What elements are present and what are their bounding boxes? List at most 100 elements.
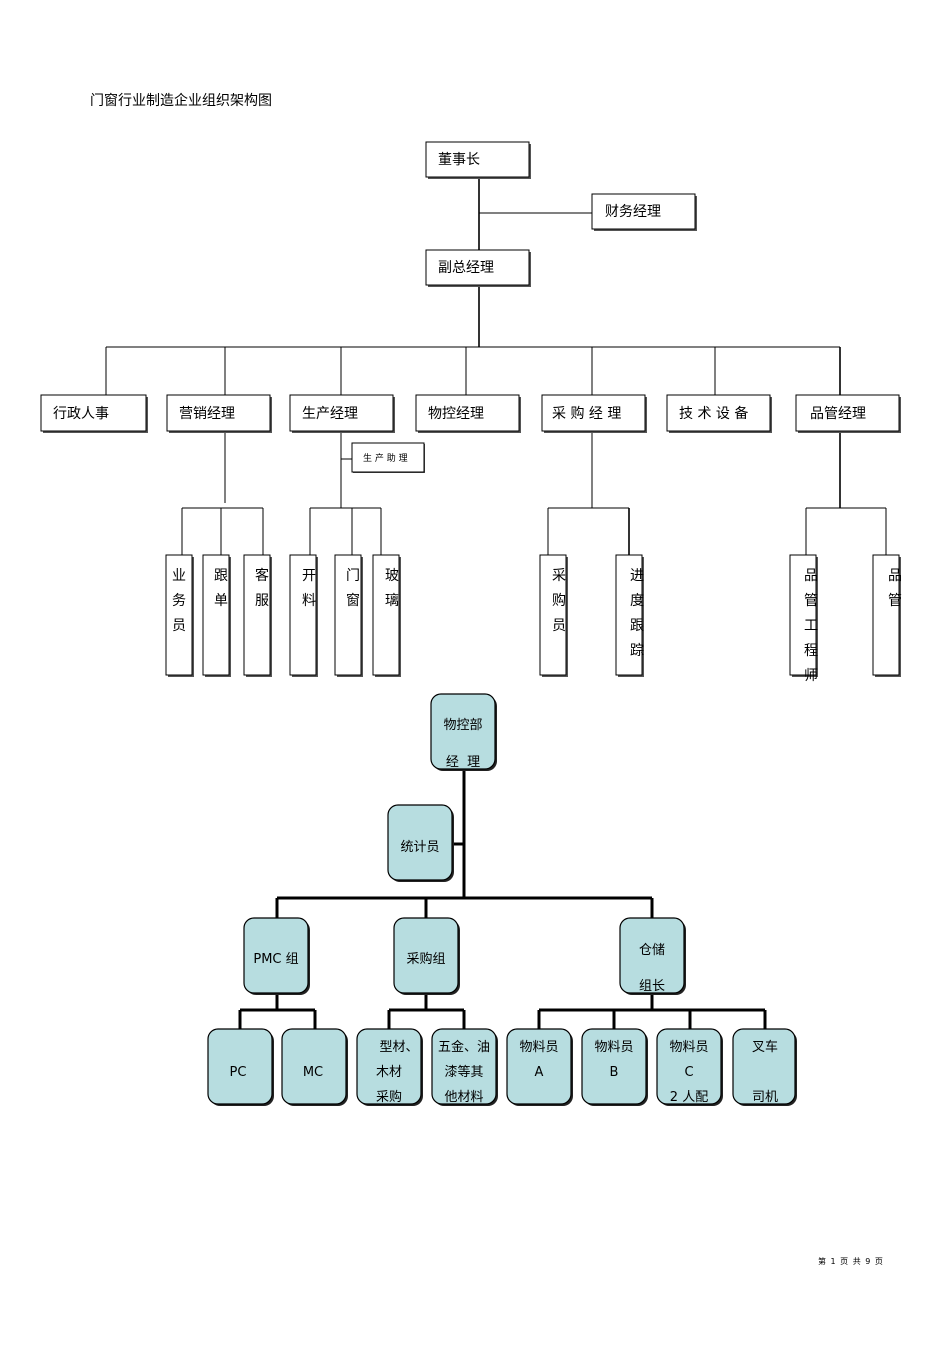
dept-admin-hr-label: 行政人事 bbox=[53, 406, 109, 422]
mc-head-line: 物控部 bbox=[443, 718, 482, 733]
staff-order-follow: 跟 单 bbox=[202, 554, 231, 677]
dept-sales-label: 营销经理 bbox=[179, 406, 235, 422]
pc-node: PC bbox=[207, 1028, 274, 1106]
staff-cutting-char: 开 bbox=[302, 568, 316, 584]
page-footer: 第 1 页 共 9 页 bbox=[818, 1257, 884, 1266]
hardware-line: 他材料 bbox=[444, 1090, 483, 1105]
clerk-b-line: 物料员 bbox=[594, 1040, 633, 1055]
dept-tech-equipment: 技 术 设 备 bbox=[666, 394, 772, 433]
clerk-b-line: B bbox=[610, 1065, 619, 1080]
staff-qa-engineer: 品 管 工 程 师 bbox=[789, 554, 818, 684]
staff-buyer: 采 购 员 bbox=[539, 554, 568, 677]
staff-qa-engineer-char: 品 bbox=[804, 568, 818, 584]
warehouse-line: 仓储 bbox=[639, 943, 665, 958]
vice-gm-label: 副总经理 bbox=[438, 260, 494, 276]
staff-qa-char: 管 bbox=[888, 593, 902, 609]
statistician-label: 统计员 bbox=[400, 840, 439, 855]
clerk-a-node: 物料员 A bbox=[506, 1028, 573, 1106]
dept-quality-label: 品管经理 bbox=[810, 406, 866, 422]
clerk-c-line: 物料员 bbox=[669, 1040, 708, 1055]
pmc-group-node: PMC 组 bbox=[243, 917, 310, 995]
pc-label: PC bbox=[230, 1065, 247, 1080]
mc-node: MC bbox=[281, 1028, 348, 1106]
dept-production: 生产经理 bbox=[289, 394, 395, 433]
staff-buyer-char: 员 bbox=[552, 618, 566, 634]
chairman-node: 董事长 bbox=[425, 141, 531, 179]
mc-connectors bbox=[238, 768, 767, 1029]
clerk-a-line: 物料员 bbox=[519, 1040, 558, 1055]
mc-head-line: 经 理 bbox=[446, 755, 480, 770]
pmc-group-label: PMC 组 bbox=[253, 952, 298, 967]
staff-progress-follow-char: 踪 bbox=[630, 643, 644, 659]
mc-label: MC bbox=[303, 1065, 323, 1080]
forklift-node: 叉车 司机 bbox=[732, 1028, 797, 1106]
staff-buyer-char: 购 bbox=[552, 593, 566, 609]
profiles-line: 型材、 bbox=[379, 1040, 418, 1055]
staff-order-follow-char: 跟 bbox=[214, 568, 228, 584]
hardware-node: 五金、油 漆等其 他材料 bbox=[431, 1028, 498, 1106]
staff-qa-char: 品 bbox=[888, 568, 902, 584]
staff-sales-char: 员 bbox=[172, 618, 186, 634]
clerk-a-line: A bbox=[535, 1065, 544, 1080]
staff-progress-follow-char: 进 bbox=[630, 568, 644, 584]
staff-order-follow-char: 单 bbox=[214, 593, 228, 609]
staff-progress-follow-char: 跟 bbox=[630, 618, 644, 634]
staff-glass: 玻 璃 bbox=[372, 554, 401, 677]
clerk-c-line: 2 人配 bbox=[670, 1090, 708, 1105]
purchase-group-label: 采购组 bbox=[406, 951, 445, 967]
profiles-node: 型材、 木材 采购 bbox=[356, 1028, 423, 1106]
dept-sales: 营销经理 bbox=[166, 394, 272, 433]
staff-sales-char: 业 bbox=[172, 568, 186, 584]
staff-sales: 业 务 员 bbox=[165, 554, 194, 677]
staff-progress-follow-char: 度 bbox=[630, 593, 644, 609]
vice-gm-node: 副总经理 bbox=[425, 249, 531, 287]
staff-progress-follow: 进 度 跟 踪 bbox=[615, 554, 644, 677]
profiles-line: 采购 bbox=[376, 1089, 402, 1105]
dept-material-control-label: 物控经理 bbox=[428, 406, 484, 422]
production-assistant-label: 生 产 助 理 bbox=[363, 452, 408, 464]
hardware-line: 五金、油 bbox=[438, 1039, 490, 1055]
clerk-c-node: 物料员 C 2 人配 bbox=[656, 1028, 723, 1106]
production-assistant-node: 生 产 助 理 bbox=[351, 442, 425, 473]
profiles-line: 木材 bbox=[376, 1065, 402, 1080]
staff-glass-char: 璃 bbox=[385, 592, 399, 609]
dept-material-control: 物控经理 bbox=[415, 394, 521, 433]
clerk-c-line: C bbox=[684, 1065, 693, 1080]
dept-admin-hr: 行政人事 bbox=[40, 394, 148, 433]
hardware-line: 漆等其 bbox=[444, 1064, 483, 1080]
dept-purchasing-label: 采 购 经 理 bbox=[552, 406, 621, 422]
staff-qa-engineer-char: 程 bbox=[804, 643, 818, 659]
forklift-line: 叉车 bbox=[752, 1039, 778, 1055]
clerk-b-node: 物料员 B bbox=[581, 1028, 648, 1106]
staff-qa: 品 管 bbox=[872, 554, 902, 677]
dept-quality: 品管经理 bbox=[795, 394, 901, 433]
dept-production-label: 生产经理 bbox=[302, 406, 358, 422]
dept-tech-equipment-label: 技 术 设 备 bbox=[679, 405, 748, 422]
staff-cutting-char: 料 bbox=[302, 593, 316, 609]
staff-customer-service: 客 服 bbox=[243, 554, 272, 677]
staff-sales-char: 务 bbox=[172, 593, 186, 609]
finance-node: 财务经理 bbox=[591, 193, 697, 231]
mc-head-node: 物控部 经 理 bbox=[430, 693, 497, 771]
warehouse-node: 仓储 组长 bbox=[619, 917, 686, 995]
staff-door-window: 门 窗 bbox=[334, 554, 363, 677]
staff-customer-service-char: 客 bbox=[255, 567, 269, 584]
staff-cutting: 开 料 bbox=[289, 554, 318, 677]
staff-qa-engineer-char: 管 bbox=[804, 593, 818, 609]
staff-buyer-char: 采 bbox=[552, 568, 566, 584]
forklift-line: 司机 bbox=[752, 1090, 778, 1105]
statistician-node: 统计员 bbox=[387, 804, 454, 882]
page-title: 门窗行业制造企业组织架构图 bbox=[90, 93, 272, 109]
staff-qa-engineer-char: 工 bbox=[804, 618, 818, 634]
staff-door-window-char: 门 bbox=[346, 568, 360, 584]
org-connectors bbox=[105, 177, 887, 556]
dept-purchasing: 采 购 经 理 bbox=[541, 394, 647, 433]
staff-glass-char: 玻 bbox=[385, 568, 399, 584]
warehouse-line: 组长 bbox=[639, 979, 665, 994]
purchase-group-node: 采购组 bbox=[393, 917, 460, 995]
finance-label: 财务经理 bbox=[605, 204, 661, 220]
staff-customer-service-char: 服 bbox=[255, 593, 269, 609]
chairman-label: 董事长 bbox=[438, 152, 480, 168]
staff-door-window-char: 窗 bbox=[346, 592, 360, 609]
